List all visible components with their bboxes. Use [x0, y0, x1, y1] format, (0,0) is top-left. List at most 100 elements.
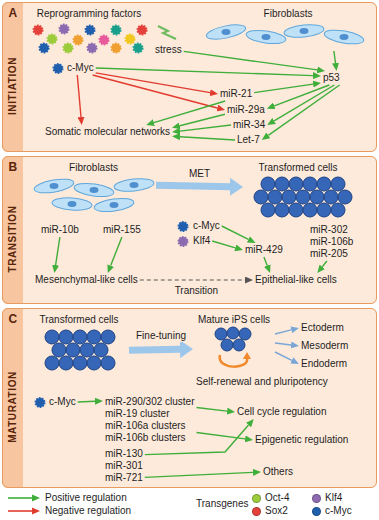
- transformed-cell: [268, 190, 282, 204]
- ips-cell: [233, 339, 245, 351]
- transformed-cell: [289, 177, 303, 191]
- regulation-arrow: [322, 261, 327, 267]
- fibroblast-cell: [205, 22, 247, 42]
- regulation-arrow: [180, 114, 225, 126]
- molecule-label: c-Myc: [67, 62, 94, 74]
- factor-icon: [60, 25, 69, 34]
- molecule-node: miR-10b: [39, 223, 81, 237]
- transformed-cell: [52, 343, 66, 357]
- molecule-label: Somatic molecular networks: [45, 126, 170, 138]
- transformed-cell: [303, 177, 317, 191]
- edge-label: Transition: [173, 285, 221, 297]
- transformed-cell: [101, 356, 115, 370]
- molecule-node: Epigenetic regulation: [253, 433, 350, 447]
- regulation-arrow: [197, 408, 228, 412]
- stress-bolt: [158, 26, 176, 39]
- molecule-node: miR-21: [218, 87, 254, 101]
- panel-title-holder: MATURATION: [7, 371, 19, 443]
- molecule-label: Mesoderm: [301, 340, 348, 352]
- molecule-label: miR-29a: [227, 104, 265, 116]
- legend-swatch: [312, 494, 321, 503]
- population-label: Reprogramming factors: [29, 8, 149, 20]
- molecule-label: Others: [263, 466, 293, 478]
- legend-line: [8, 497, 33, 499]
- legend-line-sample: [8, 507, 40, 515]
- cell-nucleus: [50, 183, 59, 189]
- transformed-cell: [101, 330, 115, 344]
- factor-icon: [138, 26, 147, 35]
- molecule-node: stress: [153, 43, 184, 57]
- transformed-cell: [310, 190, 324, 204]
- factor-icon: [48, 35, 57, 44]
- fibroblast-cell: [93, 196, 134, 213]
- fibroblast-cell: [73, 181, 114, 198]
- molecule-label: miR-106a clusters: [105, 420, 194, 432]
- ips-cell: [227, 327, 239, 339]
- regulation-arrow: [274, 85, 329, 106]
- panel-letter: B: [3, 160, 23, 174]
- transformed-cell: [254, 190, 268, 204]
- factor-icon: [112, 44, 121, 53]
- molecule-label: Klf4: [193, 235, 210, 247]
- transformed-cell: [45, 330, 59, 344]
- regulation-arrow: [180, 125, 231, 131]
- ips-cell: [239, 328, 251, 340]
- legend-text: Klf4: [325, 492, 342, 504]
- regulation-arrow: [154, 101, 225, 123]
- regulation-arrow: [140, 279, 245, 280]
- cell-population: Fibroblasts: [203, 7, 373, 51]
- panel-ground: [2, 156, 377, 304]
- cell-population: Fibroblasts: [31, 161, 156, 215]
- population-label: Transformed cells: [29, 314, 129, 326]
- molecule-label: miR-19 cluster: [105, 408, 194, 420]
- edge-label-holder: Fine-tuning: [134, 330, 188, 342]
- molecule-node: miR-34: [231, 118, 267, 132]
- transformed-cell: [66, 343, 80, 357]
- molecule-node: Klf4: [191, 234, 212, 248]
- molecule-label: Let-7: [237, 134, 260, 146]
- stage-title: INITIATION: [7, 57, 19, 115]
- transformed-cell: [338, 190, 352, 204]
- transformed-cell: [261, 203, 275, 217]
- panel-title-holder: TRANSITION: [7, 205, 19, 272]
- panel-strip: [2, 308, 23, 488]
- regulation-arrow: [275, 352, 292, 360]
- cell-nucleus: [340, 34, 349, 40]
- edge-label: Fine-tuning: [134, 330, 188, 342]
- molecule-node: p53: [321, 71, 342, 85]
- molecule-label: miR-34: [233, 119, 265, 131]
- legend-arrowhead: [32, 495, 40, 502]
- molecule-label: miR-106b: [310, 236, 353, 248]
- legend-text: Negative regulation: [45, 505, 131, 517]
- transformed-cell: [45, 356, 59, 370]
- transformed-cell: [94, 343, 108, 357]
- cell-nucleus: [262, 34, 271, 40]
- klf4-icon: [179, 237, 188, 246]
- molecule-node: miR-302miR-106bmiR-205: [308, 223, 355, 261]
- transformed-cell: [261, 177, 275, 191]
- molecule-node: miR-130miR-301miR-721: [103, 447, 145, 485]
- factor-icon: [40, 44, 49, 53]
- legend-item: c-Myc: [312, 505, 352, 517]
- molecule-label: miR-10b: [41, 224, 79, 236]
- transformed-cell: [59, 330, 73, 344]
- transformed-cell: [87, 356, 101, 370]
- transformed-cell: [87, 330, 101, 344]
- panel-letter-holder: B: [3, 160, 23, 174]
- population-label: Mature iPS cells: [193, 314, 275, 326]
- molecule-label: Mesenchymal-like cells: [35, 274, 138, 286]
- population-label: Fibroblasts: [31, 162, 156, 174]
- fibroblast-cell: [52, 197, 93, 212]
- molecule-label: miR-155: [103, 224, 141, 236]
- molecule-label: c-Myc: [49, 396, 76, 408]
- cell-nucleus: [90, 187, 99, 193]
- molecule-label: miR-290/302 cluster: [105, 396, 194, 408]
- cell-nucleus: [222, 29, 231, 35]
- panel-letter: A: [3, 6, 23, 20]
- regulation-arrow: [56, 237, 60, 265]
- fibroblast-cell: [33, 177, 74, 196]
- molecule-node: Somatic molecular networks: [43, 125, 172, 139]
- molecule-node: miR-29a: [225, 103, 267, 117]
- panel-strip: [2, 2, 23, 152]
- annotation-holder: Self-renewal and pluripotency: [196, 376, 328, 388]
